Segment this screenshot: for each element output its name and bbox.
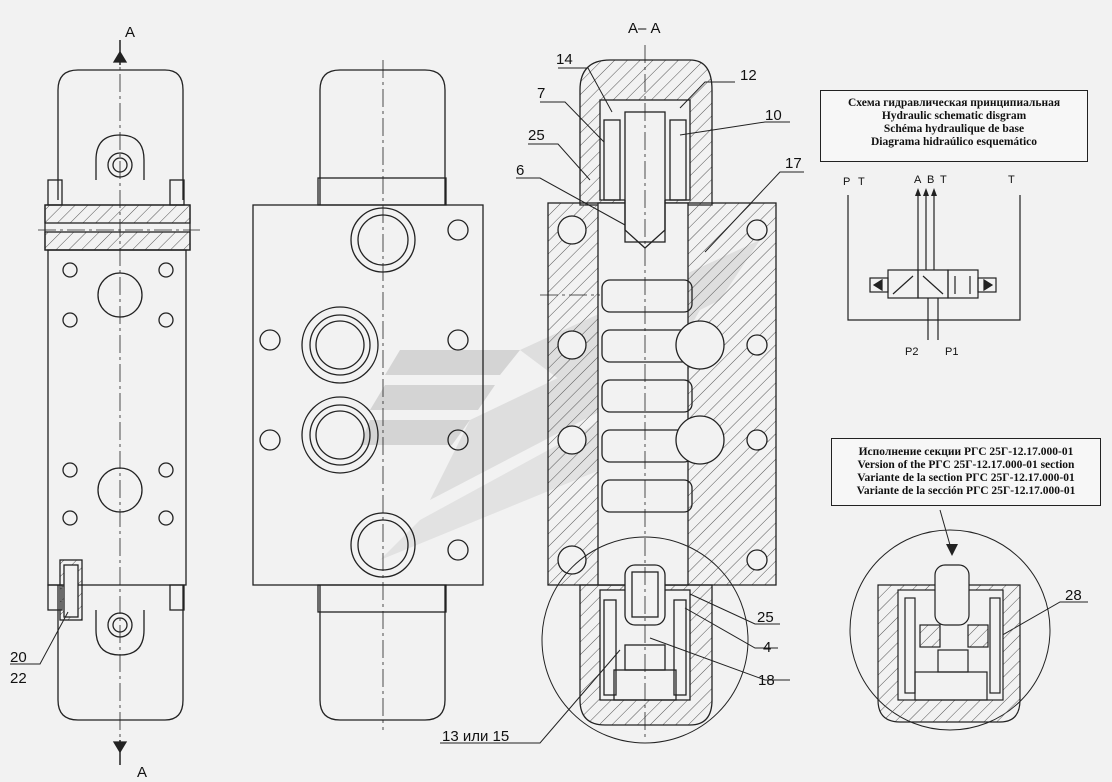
callout-10: 10 [765,107,782,124]
callout-18: 18 [758,672,775,689]
callout-25-top: 25 [528,127,545,144]
port-p1: P1 [945,346,958,358]
port-p-left: P [843,176,850,188]
caption-line: Hydraulic schematic disgram [881,110,1027,122]
caption-line: Variante de la section РГС 25Г-12.17.000… [857,472,1075,484]
caption-line: Схема гидравлическая принципиальная [847,97,1061,109]
port-p2: P2 [905,346,918,358]
hydraulic-schematic [847,188,1021,340]
section-title: А– А [628,20,661,37]
section-marker-top: А [125,24,135,41]
left-side-view [38,40,200,765]
callout-12: 12 [740,67,757,84]
callout-28: 28 [1065,587,1082,604]
callout-13-or-15: 13 или 15 [442,728,509,745]
section-variant-caption: Исполнение секции РГС 25Г-12.17.000-01 V… [831,438,1101,506]
callout-7: 7 [537,85,545,102]
front-view [252,60,484,730]
callout-4: 4 [763,639,771,656]
callout-leaders [10,67,1088,744]
caption-line: Schéma hydraulique de base [883,123,1025,135]
section-a-a [540,45,777,744]
callout-20: 20 [10,649,27,666]
callout-22: 22 [10,670,27,687]
caption-line: Исполнение секции РГС 25Г-12.17.000-01 [858,446,1074,458]
callout-6: 6 [516,162,524,179]
caption-line: Diagrama hidraúlico esquemático [870,136,1038,148]
hydraulic-schematic-caption: Схема гидравлическая принципиальная Hydr… [820,90,1088,162]
caption-line: Version of the РГС 25Г-12.17.000-01 sect… [857,459,1075,471]
variant-detail-view [849,509,1051,731]
callout-14: 14 [556,51,573,68]
callout-17: 17 [785,155,802,172]
port-b: B [927,174,934,186]
port-a: A [914,174,922,186]
section-marker-bottom: А [137,764,147,781]
port-t-right: T [1008,174,1015,186]
port-t-left: T [858,176,865,188]
port-t-mid: T [940,174,947,186]
callout-25-bottom: 25 [757,609,774,626]
caption-line: Variante de la sección РГС 25Г-12.17.000… [856,485,1076,497]
